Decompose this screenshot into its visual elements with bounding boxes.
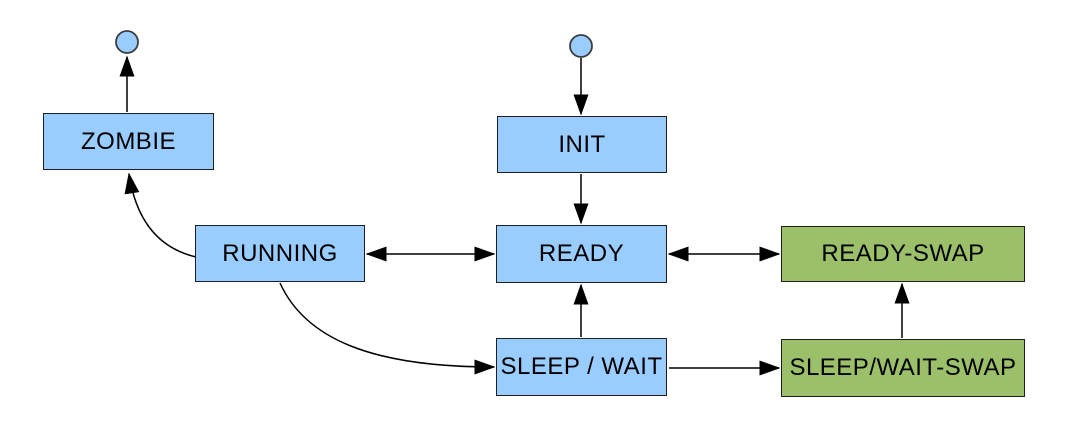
state-node-ready: READY	[496, 225, 667, 283]
state-node-init: INIT	[497, 116, 667, 173]
state-node-sleep-wait: SLEEP / WAIT	[496, 338, 667, 396]
state-node-ready-swap: READY-SWAP	[781, 226, 1025, 282]
state-node-running: RUNNING	[195, 225, 365, 282]
state-label-sleep-wait: SLEEP / WAIT	[500, 353, 663, 380]
state-node-zombie: ZOMBIE	[43, 113, 214, 170]
state-node-sleep-wait-swap: SLEEP/WAIT-SWAP	[781, 339, 1025, 397]
state-label-ready-swap: READY-SWAP	[821, 240, 985, 267]
state-label-ready: READY	[538, 240, 625, 267]
state-label-sleep-wait-swap: SLEEP/WAIT-SWAP	[789, 354, 1017, 381]
arrow-running-to-zombie	[124, 172, 197, 258]
state-label-init: INIT	[558, 130, 606, 158]
terminal-circle-icon	[115, 30, 139, 54]
state-label-running: RUNNING	[222, 239, 338, 267]
arrow-running-to-sleepwait	[279, 282, 496, 375]
start-circle-icon	[569, 34, 593, 58]
state-label-zombie: ZOMBIE	[80, 127, 176, 155]
